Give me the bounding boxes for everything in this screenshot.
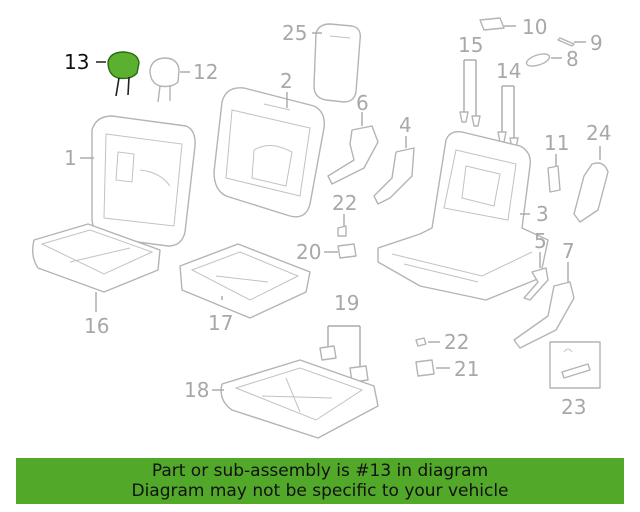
callout-23[interactable]: 23	[561, 395, 586, 419]
callout-9[interactable]: 9	[590, 31, 603, 55]
banner-line-2: Diagram may not be specific to your vehi…	[131, 481, 509, 501]
info-banner: Part or sub-assembly is #13 in diagram D…	[16, 458, 624, 504]
part-1-seat-back[interactable]	[91, 115, 196, 247]
callout-20[interactable]: 20	[296, 240, 321, 264]
part-2-seat-back-cover[interactable]	[213, 87, 325, 218]
callout-2[interactable]: 2	[280, 69, 293, 93]
callout-6[interactable]: 6	[356, 91, 369, 115]
part-23-kit[interactable]	[549, 341, 601, 389]
part-11-clip[interactable]	[547, 165, 561, 193]
callout-1[interactable]: 1	[64, 146, 77, 170]
callout-4[interactable]: 4	[399, 113, 412, 137]
part-17-seat-pan[interactable]	[179, 243, 311, 319]
callout-22-lower[interactable]: 22	[444, 330, 469, 354]
callout-13[interactable]: 13	[64, 50, 89, 74]
callout-25[interactable]: 25	[282, 21, 307, 45]
part-7-side-trim[interactable]	[513, 281, 575, 349]
callout-16[interactable]: 16	[84, 314, 109, 338]
callout-14[interactable]: 14	[496, 59, 521, 83]
part-22-clip-upper[interactable]	[337, 225, 347, 237]
part-3-seat-frame[interactable]	[377, 130, 549, 301]
part-24-side-cover[interactable]	[573, 162, 609, 223]
part-25-back-panel[interactable]	[313, 23, 362, 103]
part-8-escutcheon[interactable]	[525, 52, 551, 69]
callout-21[interactable]: 21	[454, 357, 479, 381]
part-14-screws[interactable]	[497, 85, 519, 149]
callout-3[interactable]: 3	[536, 202, 549, 226]
part-22-clip-lower[interactable]	[415, 337, 427, 347]
part-16-seat-cushion[interactable]	[31, 223, 161, 293]
part-6-bracket[interactable]	[327, 125, 379, 185]
callout-5[interactable]: 5	[534, 229, 547, 253]
callout-22-upper[interactable]: 22	[332, 191, 357, 215]
callout-10[interactable]: 10	[522, 15, 547, 39]
callout-12[interactable]: 12	[193, 60, 218, 84]
callout-7[interactable]: 7	[562, 239, 575, 263]
part-5-hinge-cover[interactable]	[523, 267, 549, 301]
part-4-trim[interactable]	[373, 147, 415, 205]
banner-line-1: Part or sub-assembly is #13 in diagram	[151, 461, 489, 481]
callout-24[interactable]: 24	[586, 121, 611, 145]
part-19-latches[interactable]	[319, 325, 369, 383]
callout-18[interactable]: 18	[184, 378, 209, 402]
callout-11[interactable]: 11	[544, 131, 569, 155]
parts-diagram: 13 12 1 16 2 17	[31, 15, 611, 439]
callout-17[interactable]: 17	[208, 311, 233, 335]
callout-15[interactable]: 15	[458, 33, 483, 57]
part-9-pin[interactable]	[557, 37, 575, 47]
part-20-latch[interactable]	[337, 243, 357, 259]
part-13-headrest[interactable]	[107, 51, 140, 97]
callout-19[interactable]: 19	[334, 291, 359, 315]
part-10-cap[interactable]	[479, 17, 505, 31]
part-21-latch[interactable]	[415, 359, 435, 377]
part-12-headrest[interactable]	[149, 57, 180, 103]
callout-8[interactable]: 8	[566, 47, 579, 71]
part-15-screws[interactable]	[459, 59, 481, 127]
